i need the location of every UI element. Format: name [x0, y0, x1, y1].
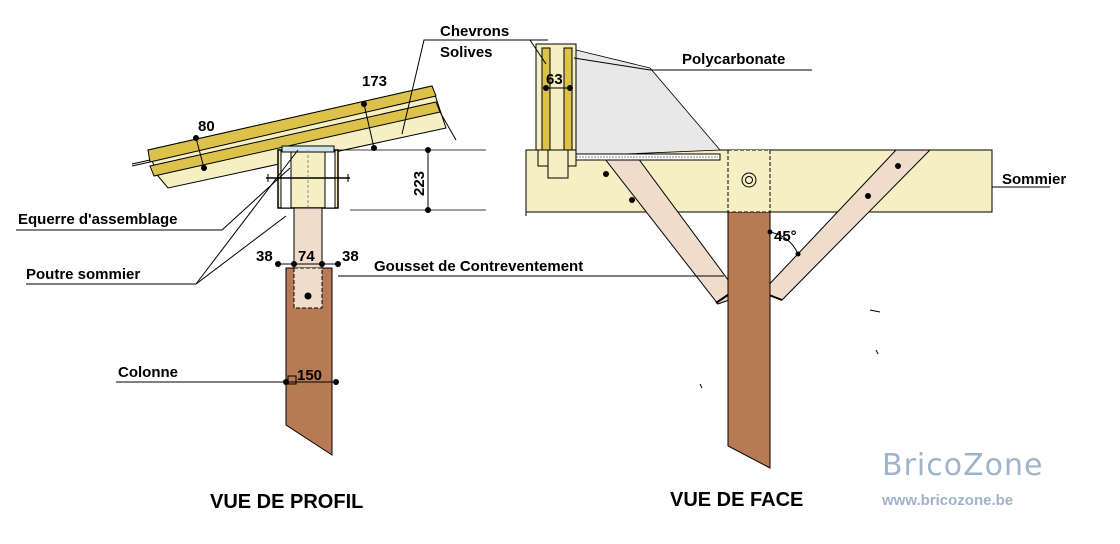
- dim-223: 223: [411, 171, 428, 196]
- title-face: VUE DE FACE: [670, 489, 803, 511]
- angle-45: 45°: [774, 228, 797, 245]
- label-polycarbonate: Polycarbonate: [682, 51, 785, 68]
- label-colonne: Colonne: [118, 364, 178, 381]
- watermark-url: www.bricozone.be: [881, 492, 1013, 509]
- label-poutre: Poutre sommier: [26, 266, 140, 283]
- leader-lines: [16, 39, 1050, 383]
- dim-80: 80: [198, 118, 215, 135]
- watermark-brand: BricoZone: [882, 448, 1043, 483]
- dim-38-left: 38: [256, 248, 273, 265]
- dim-74: 74: [298, 248, 315, 265]
- profile-view: [131, 85, 486, 456]
- gusset-profile: [293, 207, 323, 269]
- title-profil: VUE DE PROFIL: [210, 491, 363, 513]
- label-sommier: Sommier: [1002, 171, 1066, 188]
- label-chevrons: Chevrons: [440, 23, 509, 40]
- dim-63: 63: [546, 71, 563, 88]
- dim-150: 150: [297, 367, 322, 384]
- label-equerre: Equerre d'assemblage: [18, 211, 177, 228]
- label-solives: Solives: [440, 44, 493, 61]
- dim-173: 173: [362, 73, 387, 90]
- label-gousset: Gousset de Contreventement: [374, 258, 583, 275]
- dim-38-right: 38: [342, 248, 359, 265]
- column-front: [727, 211, 771, 469]
- text-labels: Chevrons Solives Polycarbonate Sommier E…: [18, 23, 1066, 513]
- front-view: [525, 43, 993, 469]
